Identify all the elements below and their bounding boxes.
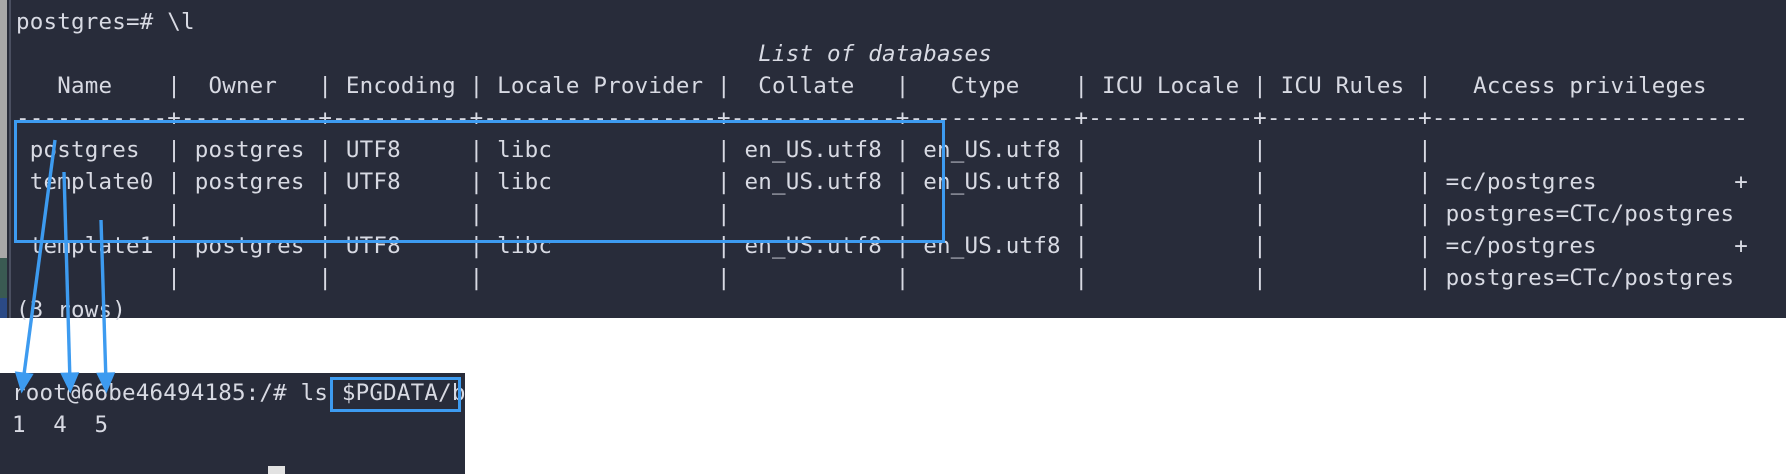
table-row: | | | | | | | | postgres=CTc/postgres bbox=[16, 201, 1749, 227]
shell-command: ls bbox=[300, 380, 342, 406]
terminal-cursor bbox=[268, 466, 285, 474]
shell-argument-pgdata: $PGDATA/base bbox=[341, 380, 465, 406]
scrollbar-marker-green bbox=[0, 258, 7, 298]
shell-command-output: 1 4 5 bbox=[12, 412, 109, 438]
psql-terminal-panel[interactable]: postgres=# \l List of databases Name | O… bbox=[0, 0, 1786, 323]
shell-terminal-panel[interactable]: root@66be46494185:/# ls $PGDATA/base 1 4… bbox=[0, 373, 465, 474]
table-row: template1 | postgres | UTF8 | libc | en_… bbox=[16, 233, 1749, 259]
terminal-left-border bbox=[9, 0, 11, 318]
table-row: postgres | postgres | UTF8 | libc | en_U… bbox=[16, 137, 1446, 163]
table-row: template0 | postgres | UTF8 | libc | en_… bbox=[16, 169, 1749, 195]
table-separator-row: -----------+----------+----------+------… bbox=[16, 105, 1749, 131]
shell-output: root@66be46494185:/# ls $PGDATA/base 1 4… bbox=[12, 377, 465, 441]
table-header-row: Name | Owner | Encoding | Locale Provide… bbox=[16, 73, 1749, 99]
shell-prompt: root@66be46494185:/# bbox=[12, 380, 301, 406]
scrollbar-marker-blue bbox=[0, 298, 7, 318]
psql-output: postgres=# \l List of databases Name | O… bbox=[16, 6, 1748, 326]
psql-prompt-line: postgres=# \l bbox=[16, 9, 195, 35]
scrollbar-track[interactable] bbox=[0, 0, 7, 318]
row-count-label: (3 rows) bbox=[16, 297, 126, 323]
scrollbar-thumb[interactable] bbox=[0, 0, 7, 258]
table-row: | | | | | | | | postgres=CTc/postgres bbox=[16, 265, 1749, 291]
table-title: List of databases bbox=[16, 41, 992, 67]
